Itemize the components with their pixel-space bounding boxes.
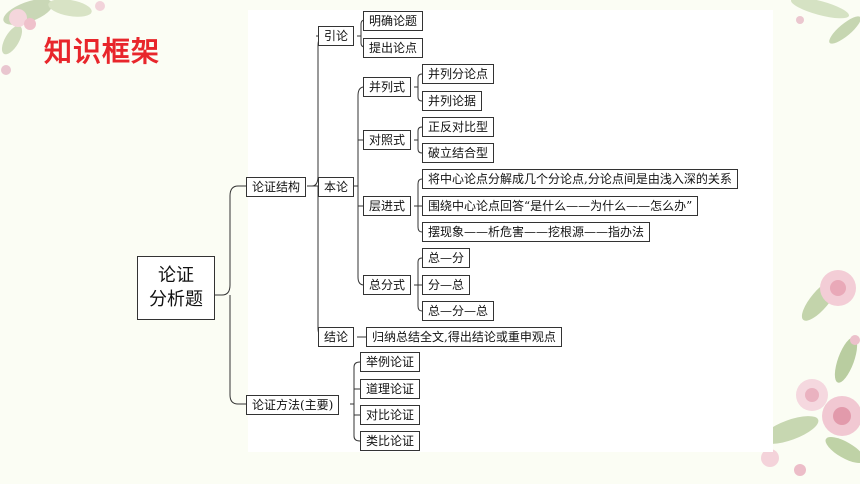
progressive-item: 将中心论点分解成几个分论点,分论点间是由浅入深的关系 (422, 169, 738, 189)
node-parallel: 并列式 (363, 77, 412, 97)
node-body: 本论 (318, 177, 355, 197)
contrast-item: 正反对比型 (422, 117, 495, 137)
node-conclusion: 结论 (318, 327, 355, 347)
intro-item: 明确论题 (363, 11, 424, 31)
top-right-leaf-icon (790, 0, 860, 44)
method-item: 对比论证 (360, 405, 421, 425)
progressive-item: 摆现象——析危害——挖根源——指办法 (422, 222, 651, 242)
general-item: 总—分—总 (422, 301, 495, 321)
root-label-line1: 论证 (158, 265, 194, 286)
progressive-item: 围绕中心论点回答“是什么——为什么——怎么办” (422, 196, 699, 216)
node-intro: 引论 (318, 26, 355, 46)
general-item: 总—分 (422, 248, 471, 268)
parallel-item: 并列论据 (422, 91, 483, 111)
contrast-item: 破立结合型 (422, 143, 495, 163)
parallel-item: 并列分论点 (422, 64, 495, 84)
method-item: 类比论证 (360, 431, 421, 451)
method-item: 举例论证 (360, 352, 421, 372)
method-item: 道理论证 (360, 379, 421, 399)
page-title: 知识框架 (44, 35, 161, 68)
node-contrast: 对照式 (363, 130, 412, 150)
node-structure: 论证结构 (246, 177, 307, 197)
node-method: 论证方法(主要) (246, 395, 340, 415)
bottom-right-flower-icon (761, 270, 860, 476)
top-left-flower-icon (1, 0, 105, 75)
root-label-line2: 分析题 (149, 289, 203, 310)
intro-item: 提出论点 (363, 38, 424, 58)
general-item: 分—总 (422, 275, 471, 295)
node-progressive: 层进式 (363, 196, 412, 216)
node-general: 总分式 (363, 275, 412, 295)
root-node: 论证 分析题 (137, 256, 215, 320)
conclusion-item: 归纳总结全文,得出结论或重申观点 (366, 327, 562, 347)
